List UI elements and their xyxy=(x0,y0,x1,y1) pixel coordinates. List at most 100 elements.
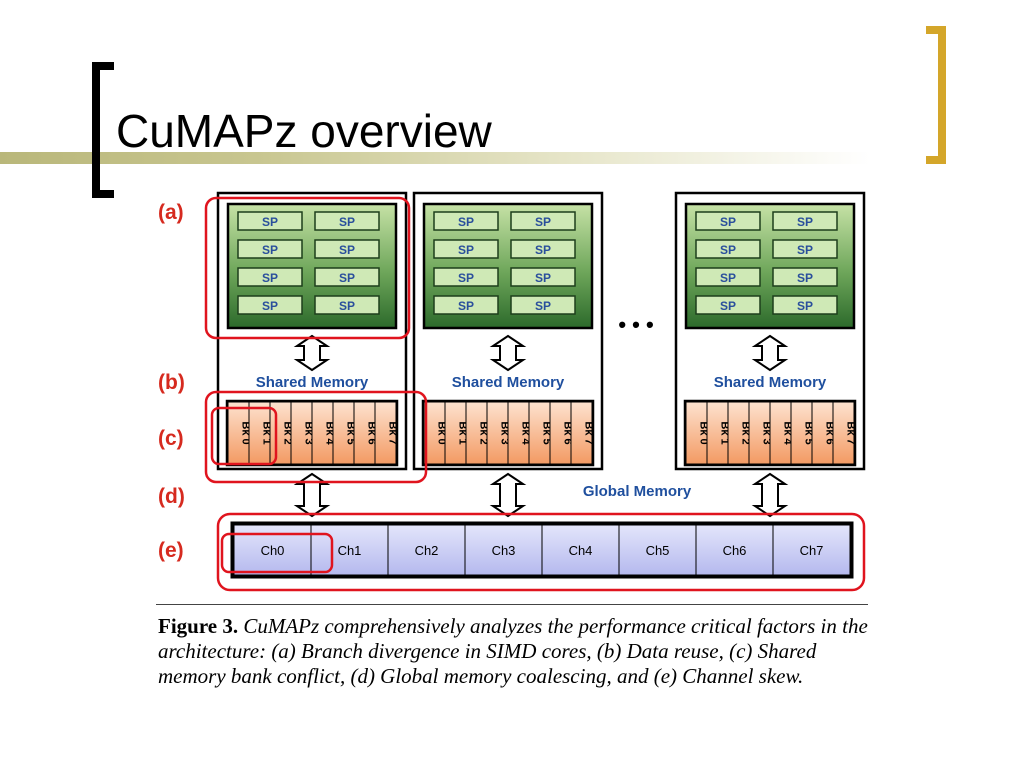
sp-cell xyxy=(695,295,761,315)
ellipsis: • • • xyxy=(618,312,653,337)
sp-cell xyxy=(314,239,380,259)
sp-label: SP xyxy=(535,299,551,313)
figure-label: Figure 3. xyxy=(158,614,239,638)
highlight-a xyxy=(204,196,411,340)
double-arrow xyxy=(293,472,331,518)
sp-cell xyxy=(772,239,838,259)
sp-cell xyxy=(237,295,303,315)
channel-label: Ch2 xyxy=(415,543,439,558)
sp-label: SP xyxy=(535,215,551,229)
sp-label: SP xyxy=(797,243,813,257)
shared-memory-label: Shared Memory xyxy=(256,374,369,391)
left-bracket xyxy=(92,62,114,198)
double-arrow xyxy=(489,334,527,372)
double-arrow xyxy=(489,472,527,518)
sp-cell xyxy=(510,295,576,315)
sp-cell xyxy=(433,211,499,231)
sp-cell xyxy=(510,239,576,259)
sp-label: SP xyxy=(339,243,355,257)
channel-label: Ch3 xyxy=(492,543,516,558)
part-label: (e) xyxy=(158,539,184,562)
sp-label: SP xyxy=(535,271,551,285)
sp-label: SP xyxy=(720,215,736,229)
figure-caption-text: CuMAPz comprehensively analyzes the perf… xyxy=(158,614,868,688)
part-labels: (a) (b) (c) (d) (e) xyxy=(158,201,185,562)
sp-cell xyxy=(314,295,380,315)
sp-label: SP xyxy=(339,299,355,313)
sp-label: SP xyxy=(458,215,474,229)
part-label: (b) xyxy=(158,371,185,394)
caption-rule xyxy=(156,604,868,605)
sp-cell xyxy=(433,295,499,315)
channel-cell xyxy=(772,524,851,576)
shared-memory-label: Shared Memory xyxy=(452,374,565,391)
sp-label: SP xyxy=(797,299,813,313)
sp-label: SP xyxy=(458,243,474,257)
highlight-c-banks xyxy=(210,406,278,466)
bank-label: Bk 7 xyxy=(387,421,399,444)
channel-label: Ch5 xyxy=(646,543,670,558)
part-label: (c) xyxy=(158,427,184,450)
sp-label: SP xyxy=(458,271,474,285)
sp-cell xyxy=(772,295,838,315)
sp-label: SP xyxy=(262,299,278,313)
right-bracket xyxy=(926,26,946,164)
slide-title: CuMAPz overview xyxy=(116,105,492,157)
part-label: (a) xyxy=(158,201,184,224)
channel-cell xyxy=(695,524,774,576)
sp-cell xyxy=(237,267,303,287)
channel-cell xyxy=(618,524,697,576)
sp-label: SP xyxy=(458,299,474,313)
title-rule xyxy=(0,152,1024,164)
sp-label: SP xyxy=(339,271,355,285)
double-arrow xyxy=(293,334,331,372)
sp-label: SP xyxy=(720,299,736,313)
sp-cell xyxy=(237,239,303,259)
bank-cell xyxy=(374,401,397,465)
sp-label: SP xyxy=(797,215,813,229)
bank-cell xyxy=(832,401,855,465)
channel-label: Ch4 xyxy=(569,543,593,558)
sp-cell xyxy=(510,211,576,231)
double-arrow xyxy=(751,472,789,518)
sp-cell xyxy=(433,239,499,259)
sp-cell xyxy=(772,211,838,231)
global-memory-channels: Ch0 Ch1 Ch2 Ch3 Ch4 Ch5 Ch6 Ch7 xyxy=(230,521,854,579)
sp-cell xyxy=(772,267,838,287)
double-arrow xyxy=(751,334,789,372)
sp-label: SP xyxy=(339,215,355,229)
sp-cell xyxy=(510,267,576,287)
highlight-e-channel xyxy=(220,532,334,574)
sp-label: SP xyxy=(535,243,551,257)
sp-label: SP xyxy=(720,271,736,285)
figure-caption: Figure 3. CuMAPz comprehensively analyze… xyxy=(158,614,870,689)
sp-label: SP xyxy=(262,215,278,229)
sp-label: SP xyxy=(720,243,736,257)
channel-label: Ch1 xyxy=(338,543,362,558)
sp-cell xyxy=(695,267,761,287)
channel-label: Ch0 xyxy=(261,543,285,558)
part-label: (d) xyxy=(158,485,185,508)
sp-cell xyxy=(237,211,303,231)
highlight-c xyxy=(204,390,428,484)
channel-label: Ch7 xyxy=(800,543,824,558)
sp-cell xyxy=(314,267,380,287)
bank-label: Bk 7 xyxy=(845,421,857,444)
channel-label: Ch6 xyxy=(723,543,747,558)
sp-cell xyxy=(695,239,761,259)
sp-cell xyxy=(314,211,380,231)
sp-cell xyxy=(695,211,761,231)
global-memory-label: Global Memory xyxy=(583,483,692,500)
channel-cell xyxy=(464,524,543,576)
bank-cell xyxy=(570,401,593,465)
shared-memory-label: Shared Memory xyxy=(714,374,827,391)
sp-cell xyxy=(433,267,499,287)
sp-label: SP xyxy=(262,271,278,285)
sp-label: SP xyxy=(797,271,813,285)
channel-cell xyxy=(387,524,466,576)
